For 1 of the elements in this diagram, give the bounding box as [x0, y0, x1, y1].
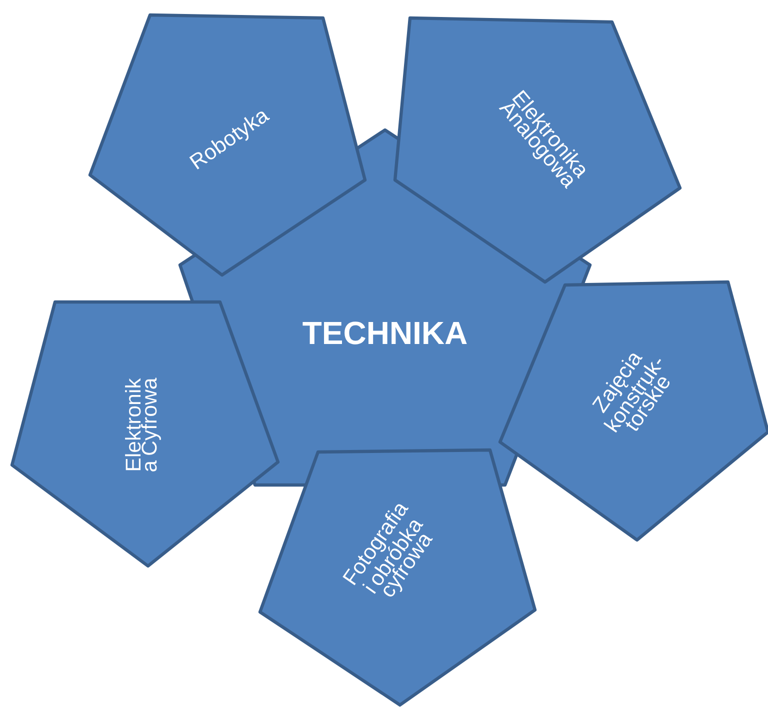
pentagon: Elektronik a Cyfrowa: [10, 300, 280, 568]
